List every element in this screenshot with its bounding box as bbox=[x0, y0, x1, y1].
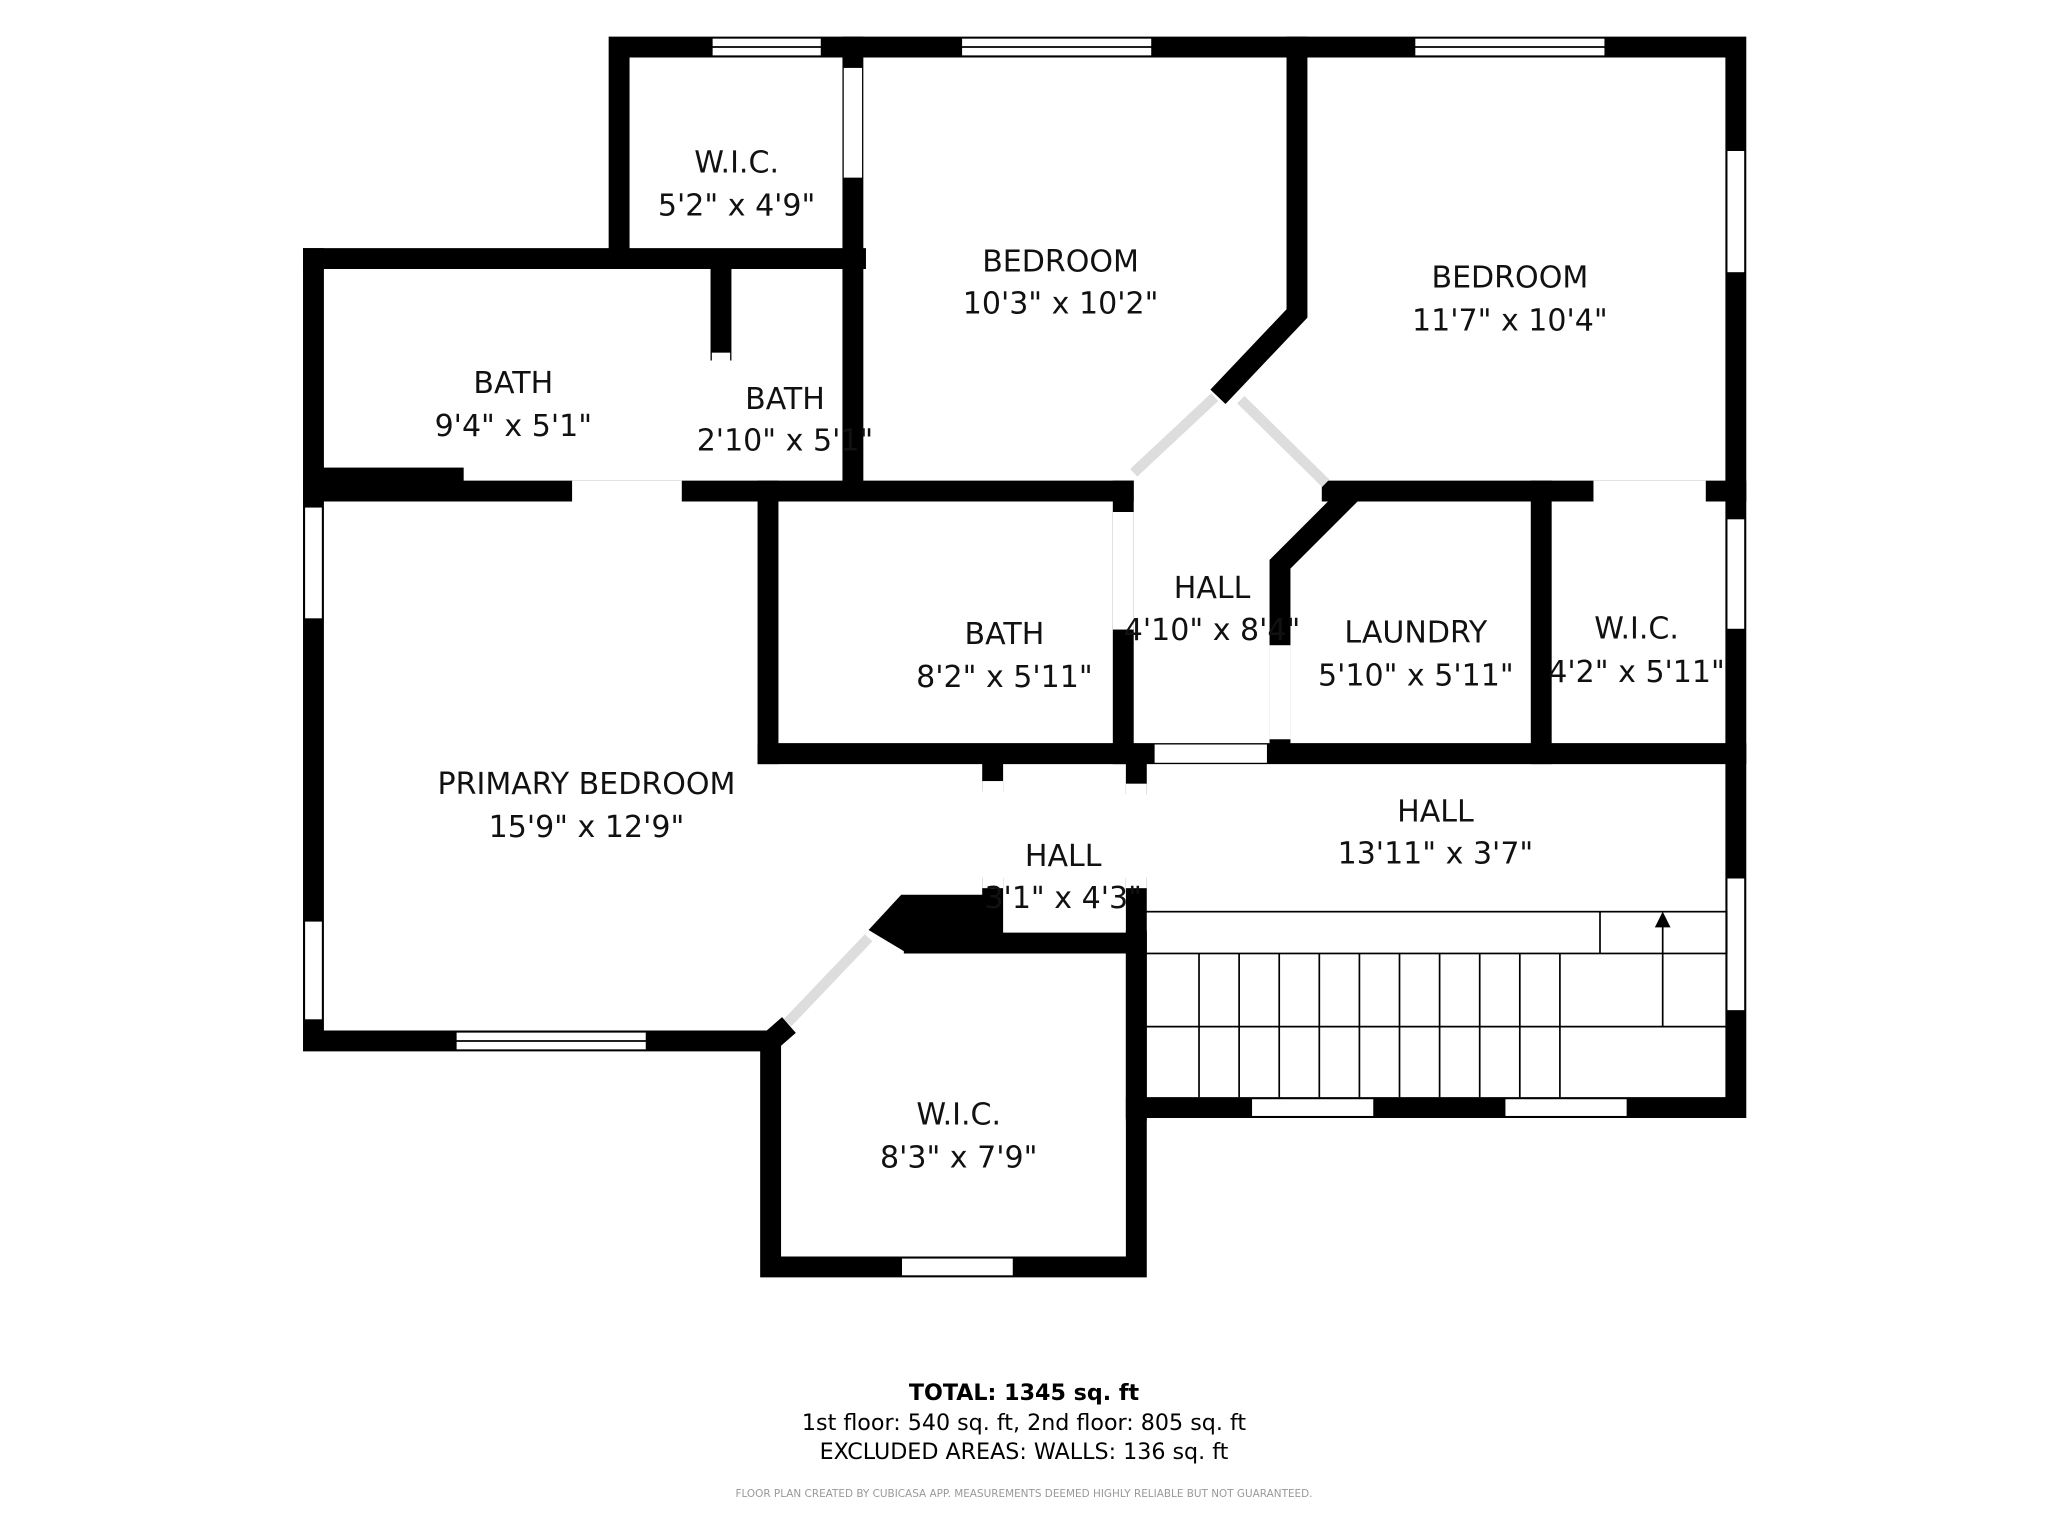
room-bath-3: BATH 8'2" x 5'11" bbox=[916, 617, 1093, 695]
svg-text:BEDROOM: BEDROOM bbox=[1431, 260, 1588, 295]
svg-text:W.I.C.: W.I.C. bbox=[916, 1098, 1001, 1133]
footer: TOTAL: 1345 sq. ft 1st floor: 540 sq. ft… bbox=[735, 1380, 1312, 1500]
room-bedroom-1: BEDROOM 10'3" x 10'2" bbox=[963, 245, 1159, 322]
room-bedroom-2: BEDROOM 11'7" x 10'4" bbox=[1412, 260, 1608, 338]
room-bath-1: BATH 9'4" x 5'1" bbox=[435, 366, 592, 444]
room-laundry: LAUNDRY 5'10" x 5'11" bbox=[1318, 616, 1514, 694]
windows bbox=[303, 37, 1746, 1277]
svg-text:BATH: BATH bbox=[745, 382, 825, 417]
svg-text:13'11" x 3'7": 13'11" x 3'7" bbox=[1338, 836, 1534, 871]
room-hall-2: HALL 3'1" x 4'3" bbox=[984, 839, 1141, 916]
svg-text:W.I.C.: W.I.C. bbox=[694, 145, 779, 180]
svg-text:5'2" x 4'9": 5'2" x 4'9" bbox=[658, 189, 815, 224]
svg-text:BEDROOM: BEDROOM bbox=[982, 245, 1139, 280]
room-primary-bedroom: PRIMARY BEDROOM 15'9" x 12'9" bbox=[438, 767, 736, 845]
svg-text:HALL: HALL bbox=[1397, 795, 1474, 830]
openings bbox=[572, 67, 1706, 1027]
svg-text:10'3" x 10'2": 10'3" x 10'2" bbox=[963, 286, 1159, 321]
room-hall-1: HALL 4'10" x 8'4" bbox=[1124, 571, 1301, 648]
floor-areas: 1st floor: 540 sq. ft, 2nd floor: 805 sq… bbox=[802, 1410, 1246, 1436]
total-area: TOTAL: 1345 sq. ft bbox=[909, 1380, 1140, 1406]
room-labels: W.I.C. 5'2" x 4'9" BEDROOM 10'3" x 10'2" B… bbox=[435, 145, 1725, 1175]
room-wic-3: W.I.C. 8'3" x 7'9" bbox=[880, 1098, 1037, 1176]
excluded-areas: EXCLUDED AREAS: WALLS: 136 sq. ft bbox=[820, 1439, 1229, 1465]
svg-text:4'10" x 8'4": 4'10" x 8'4" bbox=[1124, 613, 1301, 648]
room-bath-2: BATH 2'10" x 5'1" bbox=[697, 382, 874, 459]
room-wic-2: W.I.C. 4'2" x 5'11" bbox=[1548, 612, 1725, 690]
svg-text:5'10" x 5'11": 5'10" x 5'11" bbox=[1318, 659, 1514, 694]
stairs bbox=[1143, 910, 1728, 1098]
svg-text:8'2" x 5'11": 8'2" x 5'11" bbox=[916, 660, 1093, 695]
svg-text:8'3" x 7'9": 8'3" x 7'9" bbox=[880, 1141, 1037, 1176]
stair-arrow-icon bbox=[1654, 911, 1671, 928]
walls bbox=[303, 36, 1747, 1278]
svg-text:3'1" x 4'3": 3'1" x 4'3" bbox=[984, 881, 1141, 916]
room-hall-3: HALL 13'11" x 3'7" bbox=[1338, 795, 1534, 872]
svg-text:BATH: BATH bbox=[473, 366, 553, 401]
svg-text:2'10" x 5'1": 2'10" x 5'1" bbox=[697, 424, 874, 459]
svg-text:11'7" x 10'4": 11'7" x 10'4" bbox=[1412, 303, 1608, 338]
room-wic-1: W.I.C. 5'2" x 4'9" bbox=[658, 145, 815, 223]
svg-text:PRIMARY BEDROOM: PRIMARY BEDROOM bbox=[438, 767, 736, 802]
svg-text:BATH: BATH bbox=[965, 617, 1045, 652]
svg-text:HALL: HALL bbox=[1174, 571, 1251, 606]
svg-text:4'2" x 5'11": 4'2" x 5'11" bbox=[1548, 655, 1725, 690]
disclaimer: FLOOR PLAN CREATED BY CUBICASA APP. MEAS… bbox=[735, 1488, 1312, 1500]
svg-text:15'9" x 12'9": 15'9" x 12'9" bbox=[489, 810, 685, 845]
svg-text:HALL: HALL bbox=[1025, 839, 1102, 874]
svg-text:LAUNDRY: LAUNDRY bbox=[1344, 616, 1487, 651]
svg-text:9'4" x 5'1": 9'4" x 5'1" bbox=[435, 409, 592, 444]
svg-text:W.I.C.: W.I.C. bbox=[1594, 612, 1679, 647]
